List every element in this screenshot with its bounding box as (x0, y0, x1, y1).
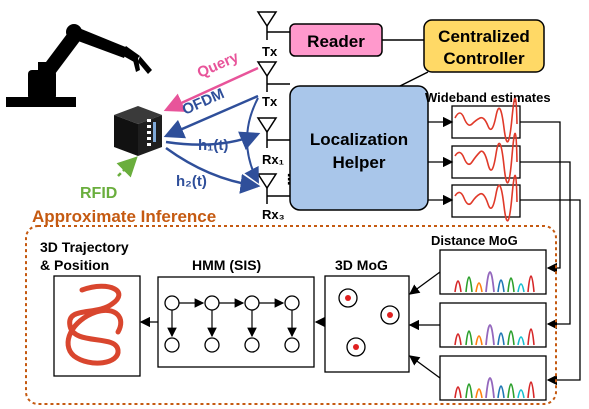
distance-mog-plot-2 (439, 302, 547, 348)
trajectory-label-line2: & Position (40, 257, 109, 273)
localization-helper-box (289, 85, 429, 211)
antenna-rx3-icon (256, 173, 290, 204)
hmm-box (157, 276, 315, 368)
wideband-plot-2 (451, 132, 521, 184)
rfid-arrow (116, 156, 138, 178)
h2-arrow (165, 146, 261, 194)
h1-label: h₁(t) (198, 137, 228, 154)
rx-ellipsis: ⋮ (282, 171, 296, 187)
hmm-label: HMM (SIS) (192, 257, 261, 273)
antenna-label-tx-top: Tx (262, 44, 278, 59)
antenna-tx-mid-icon (256, 61, 290, 92)
distance-mog-plot-1 (439, 249, 547, 295)
wideband-label: Wideband estimates (425, 90, 551, 105)
mog3d-label: 3D MoG (335, 257, 388, 273)
helper-label-line2: Helper (333, 153, 386, 172)
reader-label: Reader (307, 32, 365, 51)
h2-label: h₂(t) (176, 173, 207, 190)
antenna-label-tx-mid: Tx (262, 94, 278, 109)
antenna-tx-top-icon (256, 11, 290, 40)
helper-label-line1: Localization (310, 130, 408, 149)
rfid-cube-icon (114, 106, 162, 156)
approx-inference-label: Approximate Inference (32, 207, 216, 226)
robot-arm-icon (6, 24, 152, 107)
controller-box (423, 19, 545, 73)
controller-label-line1: Centralized (438, 27, 530, 46)
distance-mog-label: Distance MoG (431, 233, 518, 248)
trajectory-label-line1: 3D Trajectory (40, 239, 129, 255)
mog3d-box (324, 275, 410, 373)
distance-mog-plot-3 (439, 355, 547, 401)
antenna-label-rx3: Rx₃ (262, 207, 285, 222)
controller-label-line2: Controller (443, 49, 525, 68)
h-curve (244, 97, 259, 184)
rfid-label: RFID (80, 185, 117, 202)
query-label: Query (195, 48, 242, 81)
antenna-label-rx1: Rx₁ (262, 152, 284, 167)
wideband-plot-3 (451, 174, 521, 222)
query-arrow (163, 66, 259, 112)
antenna-rx1-icon (256, 117, 290, 148)
ofdm-arrow (163, 94, 259, 139)
approx-inference-region (25, 225, 557, 405)
trajectory-plot (53, 275, 141, 377)
h1-arrow (165, 131, 261, 151)
